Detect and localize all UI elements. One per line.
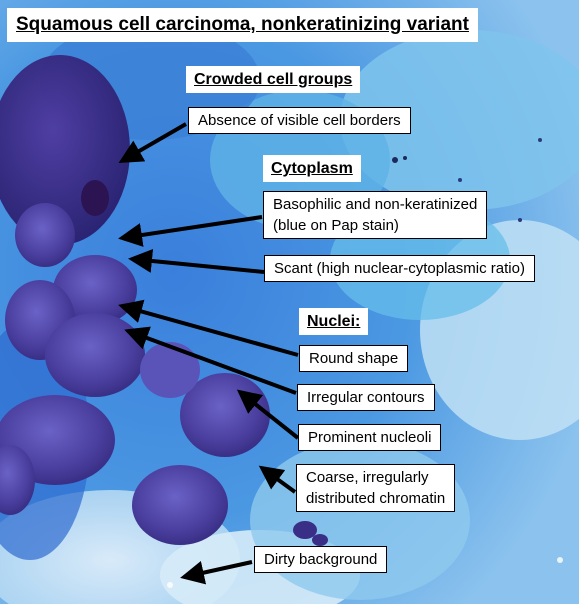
heading-nuclei: Nuclei: — [299, 308, 369, 335]
label-coarse-chromatin-line-2: distributed chromatin — [306, 490, 446, 507]
label-absence-of-cell-borders: Absence of visible cell borders — [188, 107, 411, 134]
label-coarse-chromatin: Coarse, irregularly distributed chromati… — [296, 464, 456, 512]
figure-title: Squamous cell carcinoma, nonkeratinizing… — [7, 8, 478, 42]
label-prominent-nucleoli: Prominent nucleoli — [298, 424, 442, 451]
label-coarse-chromatin-line-1: Coarse, irregularly — [306, 469, 429, 486]
heading-crowded-cell-groups: Crowded cell groups — [186, 66, 361, 93]
label-basophilic-line-2: (blue on Pap stain) — [273, 217, 399, 234]
label-dirty-background: Dirty background — [254, 546, 388, 573]
label-basophilic: Basophilic and non-keratinized (blue on … — [263, 191, 488, 239]
label-irregular-contours: Irregular contours — [297, 384, 435, 411]
label-basophilic-line-1: Basophilic and non-keratinized — [273, 196, 478, 213]
heading-cytoplasm: Cytoplasm — [263, 155, 361, 182]
label-scant-cytoplasm: Scant (high nuclear-cytoplasmic ratio) — [264, 255, 535, 282]
label-round-shape: Round shape — [299, 345, 409, 372]
